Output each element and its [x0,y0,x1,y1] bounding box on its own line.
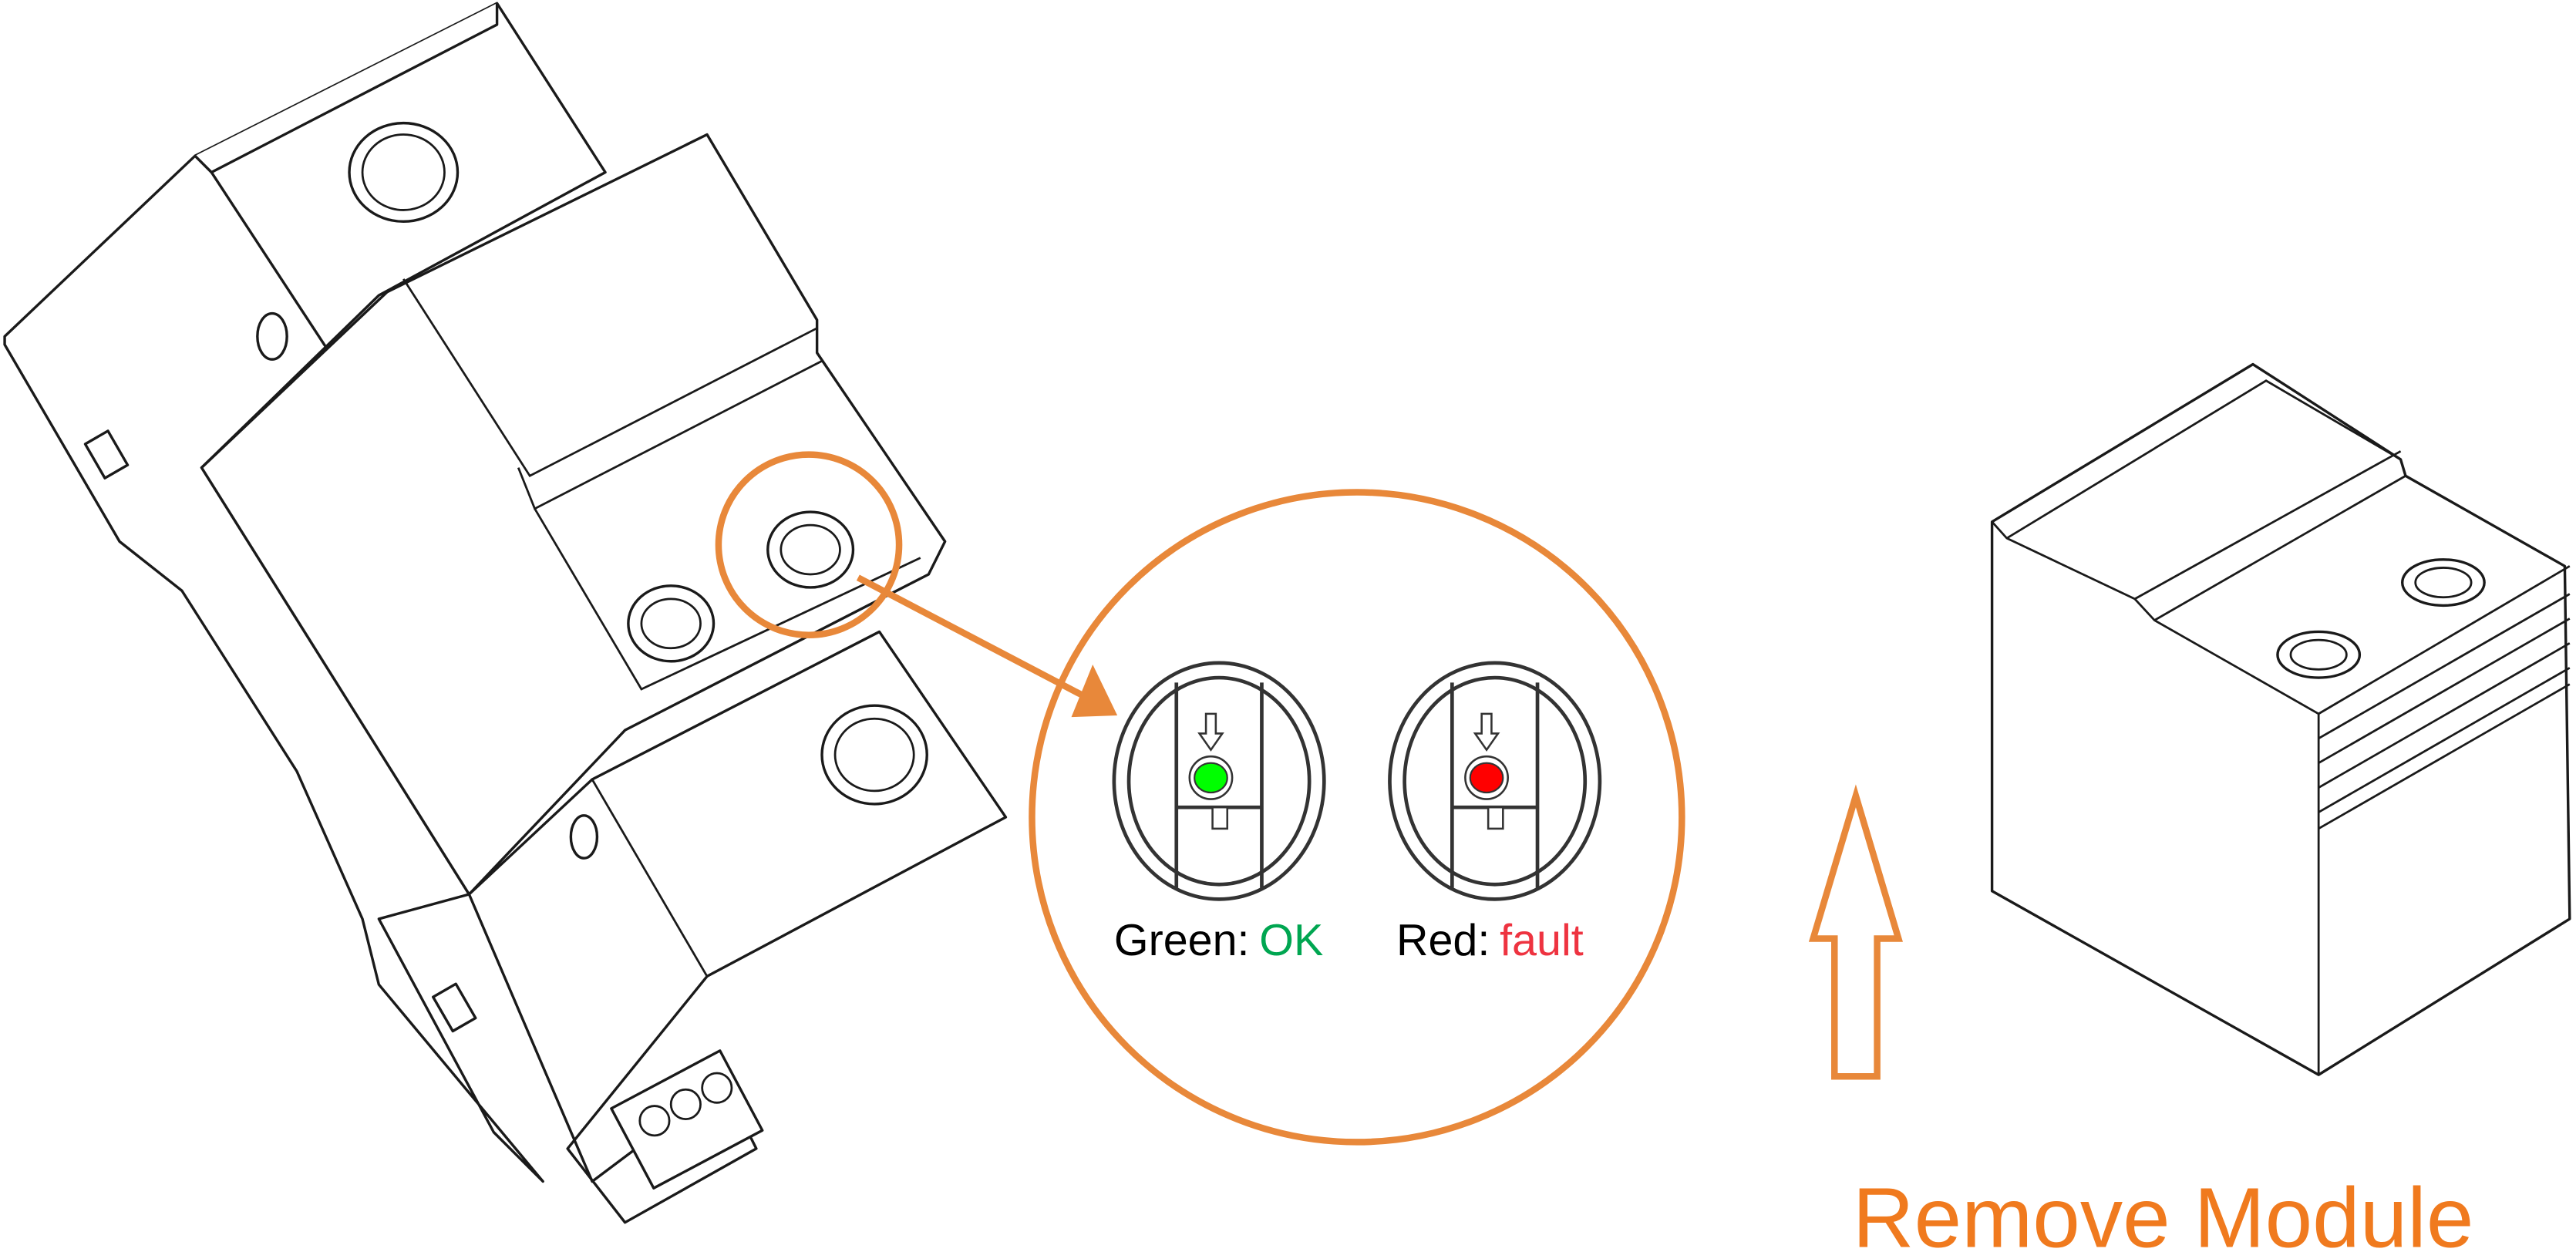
indicator-fault [1388,661,1602,901]
callout-arrow [856,574,1095,704]
down-arrow-icon [1197,712,1224,752]
callout-arrowhead [1071,665,1118,718]
zoom-circle [1029,489,1685,1146]
surge-protector-device [3,2,1008,1224]
up-arrow-icon [1808,784,1903,1080]
red-label: Red:fault [1396,916,1584,965]
green-label: Green:OK [1114,916,1323,965]
down-arrow-icon [1473,712,1500,752]
red-led [1469,762,1504,794]
indicator-ok [1112,661,1326,901]
removed-module [1990,362,2571,1076]
remove-module-caption: Remove Module [1853,1171,2474,1252]
highlight-circle [715,451,903,638]
green-led [1194,762,1228,794]
